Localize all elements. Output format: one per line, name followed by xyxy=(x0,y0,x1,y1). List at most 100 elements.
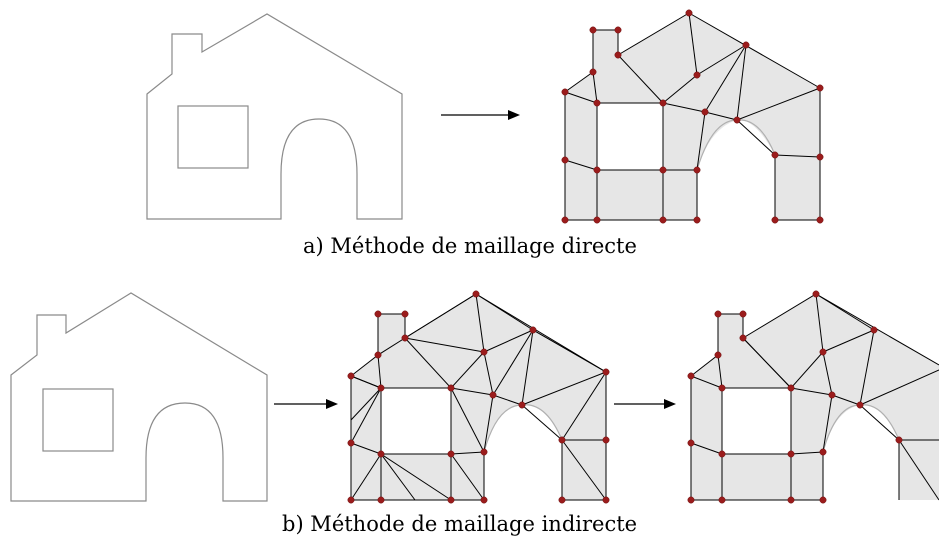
mesh-node xyxy=(870,326,878,334)
mesh-edge xyxy=(592,71,598,104)
mesh-edge xyxy=(790,351,824,389)
mesh-edge xyxy=(450,351,485,389)
mesh-node xyxy=(771,151,779,159)
mesh-edge xyxy=(898,439,939,501)
mesh-edge xyxy=(450,387,494,396)
mesh-edge xyxy=(380,453,452,501)
mesh-node xyxy=(447,450,455,458)
mesh-edge xyxy=(696,44,747,76)
mesh-node xyxy=(374,351,382,359)
mesh-node xyxy=(480,496,488,504)
mesh-edge xyxy=(404,337,485,353)
mesh-node xyxy=(602,436,610,444)
mesh-edge xyxy=(404,337,452,389)
arrow-b1 xyxy=(274,399,338,409)
mesh-node xyxy=(819,496,827,504)
mesh-node xyxy=(377,496,385,504)
caption-direct-method: a) Méthode de maillage directe xyxy=(303,234,637,258)
mesh-edge xyxy=(350,387,382,444)
mesh-node xyxy=(614,26,622,34)
mesh-node xyxy=(687,372,695,380)
mesh-edge xyxy=(717,354,723,389)
mesh-node xyxy=(687,439,695,447)
mesh-edge xyxy=(859,329,875,406)
mesh-node xyxy=(347,439,355,447)
mesh-edge xyxy=(561,371,607,441)
mesh-node xyxy=(739,310,747,318)
mesh-node xyxy=(589,26,597,34)
mesh-node xyxy=(659,216,667,224)
mesh-edge xyxy=(532,329,607,373)
mesh-edge xyxy=(377,337,406,356)
mesh-edge xyxy=(815,293,875,331)
mesh-node xyxy=(401,334,409,342)
mesh-edge xyxy=(521,404,563,441)
mesh-node xyxy=(447,496,455,504)
mesh-node xyxy=(377,450,385,458)
triangle-mesh xyxy=(347,290,610,504)
mesh-node xyxy=(693,71,701,79)
mesh-edge xyxy=(704,44,747,113)
mesh-node xyxy=(714,310,722,318)
window-hole xyxy=(721,387,792,455)
mesh-edge xyxy=(688,12,821,89)
mesh-edge xyxy=(822,351,833,396)
mesh-edge xyxy=(774,154,821,158)
mesh-edge xyxy=(564,91,598,104)
mesh-edge xyxy=(350,453,382,501)
mesh-node xyxy=(489,391,497,399)
mesh-edge xyxy=(564,159,598,171)
mesh-node xyxy=(401,310,409,318)
mesh-node xyxy=(614,51,622,59)
mesh-node xyxy=(718,450,726,458)
mesh-node xyxy=(742,41,750,49)
mesh-edge xyxy=(831,394,861,406)
mesh-edge xyxy=(815,293,824,353)
mesh-node xyxy=(701,108,709,116)
mesh-node xyxy=(816,153,824,161)
mesh-edge xyxy=(859,369,939,406)
mesh-node xyxy=(558,496,566,504)
mesh-edge xyxy=(450,451,485,455)
mesh-edge xyxy=(561,439,607,501)
mesh-node xyxy=(659,166,667,174)
mesh-edge xyxy=(822,394,833,453)
mesh-node xyxy=(447,384,455,392)
mesh-edge xyxy=(475,293,534,331)
mesh-edge xyxy=(704,111,738,121)
mesh-node xyxy=(685,9,693,17)
arrow-b2 xyxy=(614,399,676,409)
mesh-node xyxy=(812,290,820,298)
mesh-edge xyxy=(483,351,494,396)
mesh-edge xyxy=(404,293,477,339)
mesh-node xyxy=(593,216,601,224)
mesh-node xyxy=(561,156,569,164)
arrow-a xyxy=(441,110,520,120)
mesh-edge xyxy=(377,354,382,389)
mesh-node xyxy=(771,216,779,224)
mesh-edge xyxy=(617,54,664,104)
mesh-node xyxy=(347,372,355,380)
mesh-edge xyxy=(822,329,875,353)
mesh-node xyxy=(718,384,726,392)
mesh-node xyxy=(602,496,610,504)
direct-quad-mesh xyxy=(561,9,824,224)
mesh-node xyxy=(718,496,726,504)
mesh-node xyxy=(693,216,701,224)
mesh-node xyxy=(819,448,827,456)
mesh-edge xyxy=(790,451,824,455)
mesh-edge xyxy=(450,453,485,501)
mesh-node xyxy=(787,450,795,458)
mesh-edge xyxy=(690,442,723,455)
mesh-node xyxy=(693,166,701,174)
mesh-node xyxy=(787,384,795,392)
mesh-edge xyxy=(690,375,723,389)
mesh-node xyxy=(558,436,566,444)
mesh-edge xyxy=(688,12,698,76)
mesh-edge xyxy=(859,404,900,441)
mesh-edge xyxy=(475,293,485,353)
mesh-node xyxy=(374,310,382,318)
mesh-edge xyxy=(736,87,821,121)
mesh-node xyxy=(593,99,601,107)
